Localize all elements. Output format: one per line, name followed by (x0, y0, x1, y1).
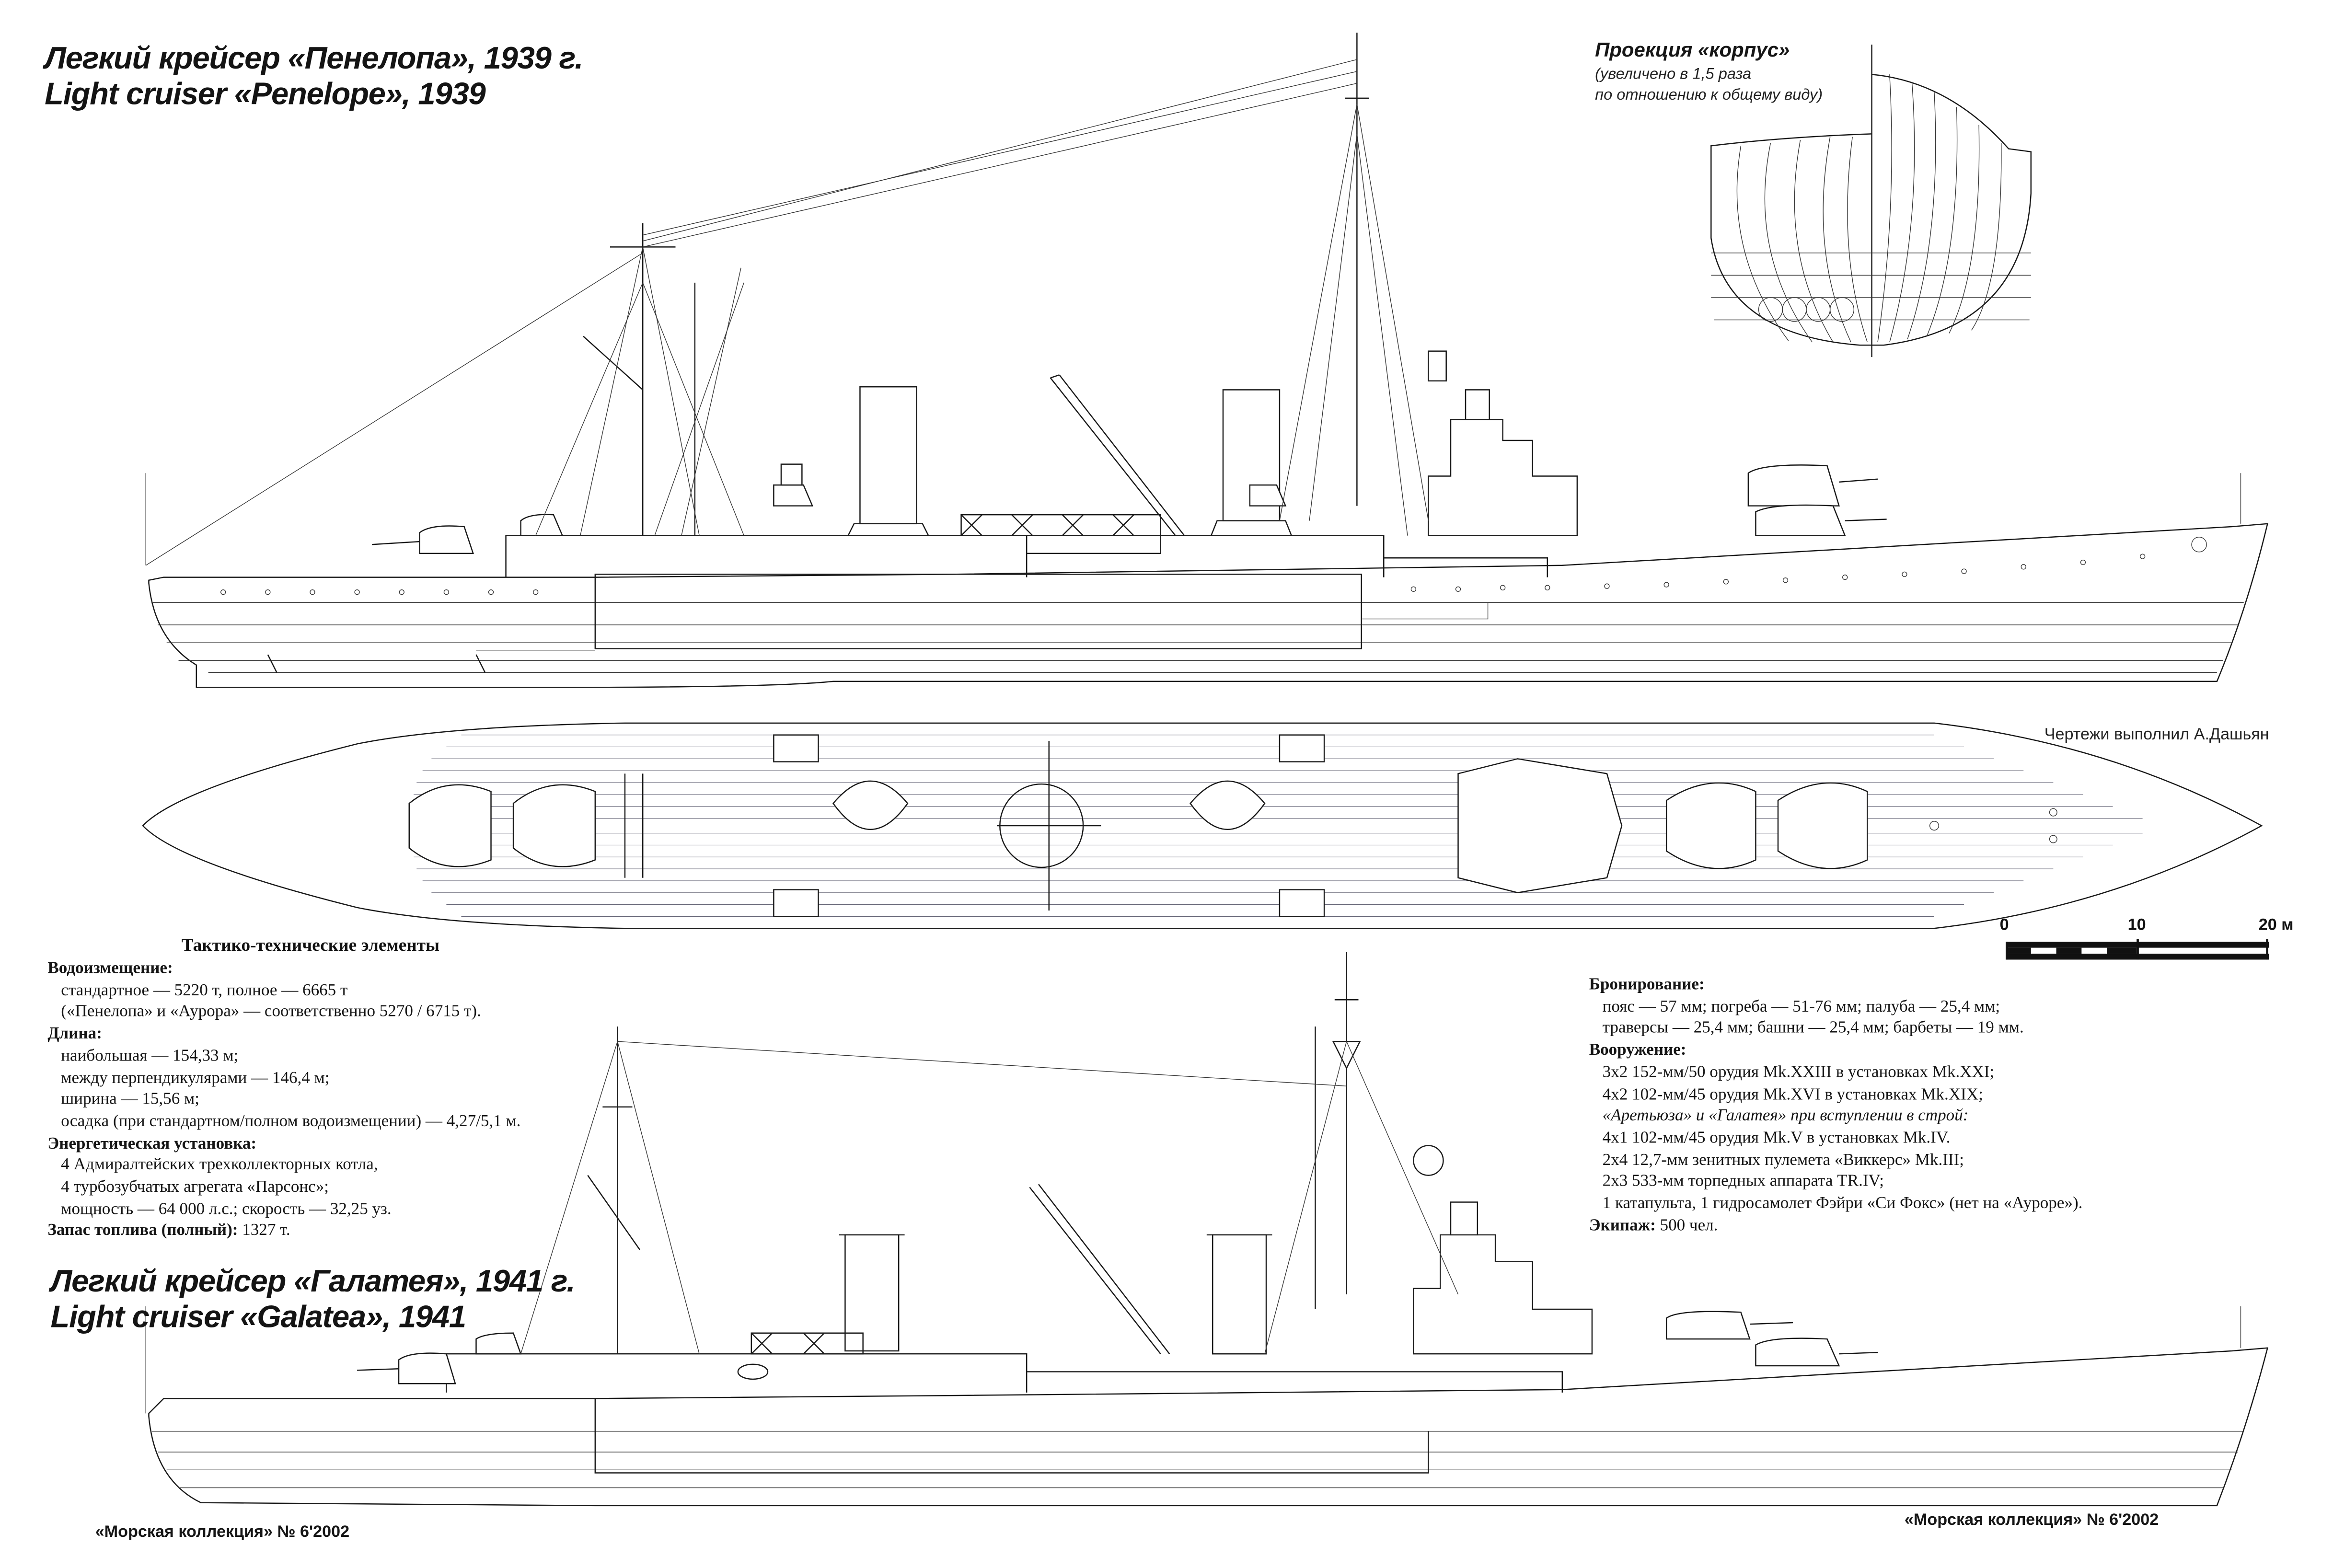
galatea-side-profile (145, 952, 2269, 1507)
penelope-title: Легкий крейсер «Пенелопа», 1939 г. Light… (45, 42, 583, 113)
spec-line: («Пенелопа» и «Аурора» — соответственно … (61, 1003, 481, 1022)
scale-bar (2006, 939, 2269, 960)
spec-line: стандартное — 5220 т, полное — 6665 т (61, 981, 348, 1000)
drawing-credit: Чертежи выполнил А.Дашьян (2044, 726, 2269, 744)
penelope-crane (1050, 374, 1185, 536)
penelope-turret-a (1755, 504, 1846, 536)
penelope-side-profile (145, 33, 2269, 688)
penelope-portholes (220, 537, 2207, 595)
spec-line: пояс — 57 мм; погреба — 51-76 мм; палуба… (1602, 998, 2000, 1016)
body-plan (1710, 45, 2032, 357)
scale-label-10: 10 (2127, 916, 2146, 934)
galatea-hull-outline (148, 1347, 2269, 1507)
spec-line: мощность — 64 000 л.с.; скорость — 32,25… (61, 1200, 392, 1218)
penelope-catapult (960, 514, 1161, 536)
spec-heading-powerplant: Энергетическая установка: (47, 1134, 257, 1153)
specs-right: Бронирование: пояс — 57 мм; погреба — 51… (1589, 975, 2083, 1237)
galatea-title-ru: Легкий крейсер «Галатея», 1941 г. (50, 1264, 576, 1299)
spec-line: 1 катапульта, 1 гидросамолет Фэйри «Си Ф… (1602, 1195, 2083, 1213)
spec-fuel-label: Запас топлива (полный): (47, 1222, 238, 1240)
galatea-armor-belt (594, 1398, 1429, 1474)
penelope-armor-belt (594, 574, 1362, 649)
penelope-title-ru: Легкий крейсер «Пенелопа», 1939 г. (45, 41, 583, 76)
deck-plan-outline (142, 722, 2263, 929)
spec-line: осадка (при стандартном/полном водоизмещ… (61, 1112, 521, 1131)
spec-line: 2x3 533-мм торпедных аппарата TR.IV; (1602, 1173, 1884, 1191)
body-plan-subtitle-1: (увеличено в 1,5 раза (1595, 65, 1752, 83)
spec-crew-value: 500 чел. (1655, 1216, 1718, 1234)
penelope-aft-turret-x (419, 525, 474, 554)
penelope-title-en: Light cruiser «Penelope», 1939 (45, 77, 486, 112)
specs-left: Водоизмещение: стандартное — 5220 т, пол… (47, 958, 520, 1242)
spec-fuel: Запас топлива (полный): 1327 т. (47, 1221, 520, 1243)
galatea-title-en: Light cruiser «Galatea», 1941 (50, 1300, 467, 1335)
galatea-fore-funnel (1212, 1234, 1267, 1355)
body-plan-caption: Проекция «корпус» (увеличено в 1,5 раза … (1595, 39, 1823, 106)
body-plan-fore-sections (1871, 73, 2032, 346)
penelope-deck-plan (142, 722, 2263, 929)
body-plan-aft-sections (1710, 133, 1872, 346)
specs-title: Тактико-технические элементы (181, 934, 440, 956)
penelope-mainmast (610, 223, 676, 536)
penelope-turret-b (1747, 464, 1840, 507)
scale-label-0: 0 (1999, 916, 2009, 934)
spec-heading-armament: Вооружение: (1589, 1041, 1686, 1060)
spec-line: наибольшая — 154,33 м; (61, 1047, 239, 1065)
deck-planking (410, 735, 2143, 917)
spec-crew-label: Экипаж: (1589, 1216, 1656, 1234)
penelope-bridge (1428, 419, 1578, 536)
spec-heading-armor: Бронирование: (1589, 976, 1705, 994)
spec-line: между перпендикулярами — 146,4 м; (61, 1069, 330, 1087)
spec-line: 4 турбозубчатых агрегата «Парсонс»; (61, 1178, 329, 1197)
galatea-turret-y (398, 1352, 456, 1384)
spec-heading-displacement: Водоизмещение: (47, 959, 173, 978)
plan-turret-y (408, 784, 492, 867)
galatea-foremast (1334, 952, 1359, 1295)
body-plan-subtitle-2: по отношению к общему виду) (1595, 86, 1823, 104)
galatea-turret-x (475, 1332, 522, 1355)
plan-turret-b (1665, 782, 1756, 869)
galatea-turret-a (1755, 1337, 1840, 1367)
galatea-mainmast (602, 1026, 633, 1354)
footer-left: «Морская коллекция» № 6'2002 (95, 1523, 350, 1542)
galatea-rigging (145, 1041, 2241, 1414)
footer-right: «Морская коллекция» № 6'2002 (1904, 1511, 2159, 1530)
penelope-aft-funnel (859, 386, 917, 525)
galatea-crane (1029, 1184, 1170, 1354)
spec-line: 2x4 12,7-мм зенитных пулемета «Виккерс» … (1602, 1151, 1964, 1169)
body-plan-title: Проекция «корпус» (1595, 38, 1790, 61)
spec-fuel-value: 1327 т. (238, 1222, 290, 1240)
penelope-foremast (1345, 33, 1369, 506)
penelope-rigging (145, 59, 2241, 566)
galatea-bridge (1413, 1234, 1593, 1355)
spec-crew: Экипаж: 500 чел. (1589, 1215, 2083, 1237)
spec-line-italic: «Аретьюза» и «Галатея» при вступлении в … (1602, 1107, 1969, 1125)
spec-line: 4x2 102-мм/45 орудия Mk.XVI в установках… (1602, 1085, 1983, 1104)
galatea-title: Легкий крейсер «Галатея», 1941 г. Light … (50, 1264, 576, 1336)
spec-line: 4x1 102-мм/45 орудия Mk.V в установках M… (1602, 1129, 1951, 1147)
spec-heading-length: Длина: (47, 1025, 102, 1043)
spec-line: ширина — 15,56 м; (61, 1091, 199, 1109)
galatea-turret-b (1665, 1311, 1751, 1340)
spec-line: 3x2 152-мм/50 орудия Mk.XXIII в установк… (1602, 1063, 1995, 1082)
plan-turret-x (512, 784, 596, 867)
penelope-aft-turret-y (520, 514, 564, 536)
plan-turret-a (1777, 782, 1868, 869)
scale-label-20: 20 м (2258, 916, 2294, 934)
spec-line: траверсы — 25,4 мм; башни — 25,4 мм; бар… (1602, 1019, 2024, 1038)
spec-line: 4 Адмиралтейских трехколлекторных котла, (61, 1156, 378, 1175)
